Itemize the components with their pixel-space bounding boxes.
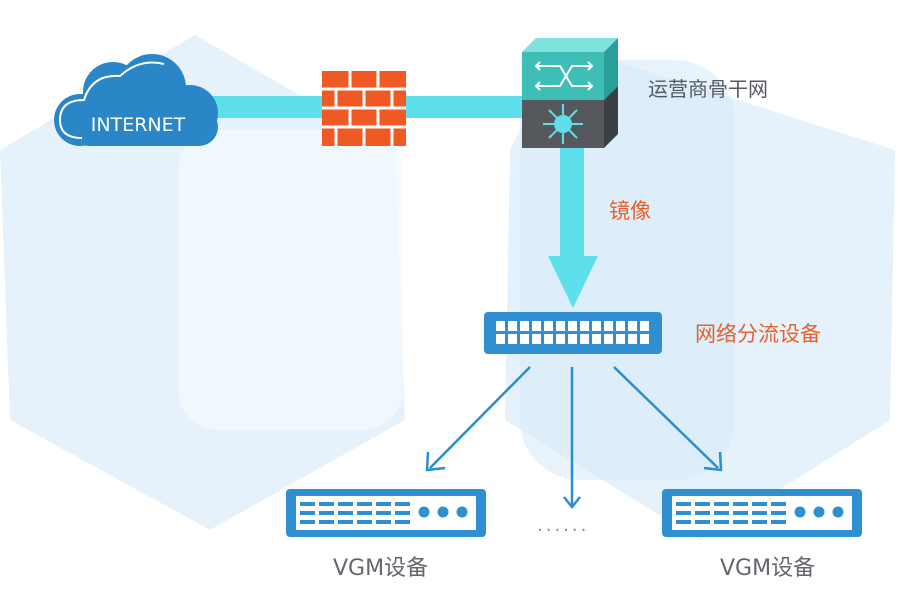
vgm-slot	[733, 520, 748, 524]
vgm-indicator	[832, 506, 844, 518]
tap-port	[628, 334, 637, 344]
distribution-arrows	[425, 366, 723, 510]
tap-port	[640, 334, 649, 344]
tap-port	[556, 334, 565, 344]
tap-port	[556, 321, 565, 331]
ellipsis-more-devices: ......	[537, 515, 590, 536]
tap-port	[532, 334, 541, 344]
vgm-slot	[357, 502, 372, 506]
vgm-slot	[338, 502, 353, 506]
vgm-slot	[357, 520, 372, 524]
tap-port	[508, 334, 517, 344]
mirror-label: 镜像	[609, 199, 651, 223]
vgm-slot	[338, 511, 353, 515]
vgm-device-right-icon	[662, 489, 862, 537]
internet-label: INTERNET	[91, 114, 186, 136]
tap-port	[568, 334, 577, 344]
tap-port	[604, 334, 613, 344]
tap-port	[604, 321, 613, 331]
mirror-arrow	[548, 256, 598, 308]
vgm-slot	[695, 502, 710, 506]
tap-port	[616, 321, 625, 331]
vgm-slot	[376, 511, 391, 515]
vgm-slot	[733, 511, 748, 515]
vgm-slot	[714, 511, 729, 515]
tap-port	[544, 334, 553, 344]
vgm-device-left-icon	[286, 489, 486, 537]
vgm-right-label: VGM设备	[720, 556, 816, 581]
vgm-slot	[695, 520, 710, 524]
vgm-slot	[771, 502, 786, 506]
tap-port	[520, 334, 529, 344]
tap-port	[616, 334, 625, 344]
tap-port	[580, 334, 589, 344]
vgm-slot	[752, 520, 767, 524]
vgm-indicator	[456, 506, 468, 518]
vgm-slot	[319, 511, 334, 515]
vgm-slot	[376, 502, 391, 506]
vgm-slot	[676, 511, 691, 515]
tap-port	[508, 321, 517, 331]
tap-port	[520, 321, 529, 331]
tap-port	[544, 321, 553, 331]
vgm-indicator	[418, 506, 430, 518]
vgm-slot	[300, 502, 315, 506]
tap-port	[592, 334, 601, 344]
vgm-slot	[695, 511, 710, 515]
vgm-slot	[714, 520, 729, 524]
vgm-slot	[338, 520, 353, 524]
vgm-slot	[300, 520, 315, 524]
vgm-slot	[357, 511, 372, 515]
vgm-slot	[676, 502, 691, 506]
vgm-slot	[771, 520, 786, 524]
internet-cloud-icon	[54, 54, 218, 146]
vgm-slot	[752, 502, 767, 506]
tap-port	[532, 321, 541, 331]
tap-port	[496, 321, 505, 331]
vgm-slot	[300, 511, 315, 515]
backbone-label: 运营商骨干网	[648, 77, 768, 101]
vgm-slot	[676, 520, 691, 524]
vgm-slot	[395, 511, 410, 515]
tap-port	[580, 321, 589, 331]
vgm-left-label: VGM设备	[333, 556, 429, 581]
vgm-slot	[771, 511, 786, 515]
vgm-slot	[733, 502, 748, 506]
firewall-icon	[322, 71, 406, 146]
tap-port	[496, 334, 505, 344]
tap-device-icon	[484, 312, 662, 354]
vgm-indicator	[794, 506, 806, 518]
tap-port	[628, 321, 637, 331]
tap-device-label: 网络分流设备	[695, 322, 821, 346]
tap-port	[568, 321, 577, 331]
vgm-slot	[752, 511, 767, 515]
vgm-indicator	[813, 506, 825, 518]
vgm-slot	[395, 502, 410, 506]
vgm-slot	[319, 502, 334, 506]
backbone-switch-icon	[522, 38, 618, 148]
vgm-slot	[376, 520, 391, 524]
vgm-slot	[319, 520, 334, 524]
vgm-indicator	[437, 506, 449, 518]
vgm-slot	[714, 502, 729, 506]
tap-port	[592, 321, 601, 331]
mirror-link	[560, 148, 584, 258]
tap-port	[640, 321, 649, 331]
vgm-slot	[395, 520, 410, 524]
